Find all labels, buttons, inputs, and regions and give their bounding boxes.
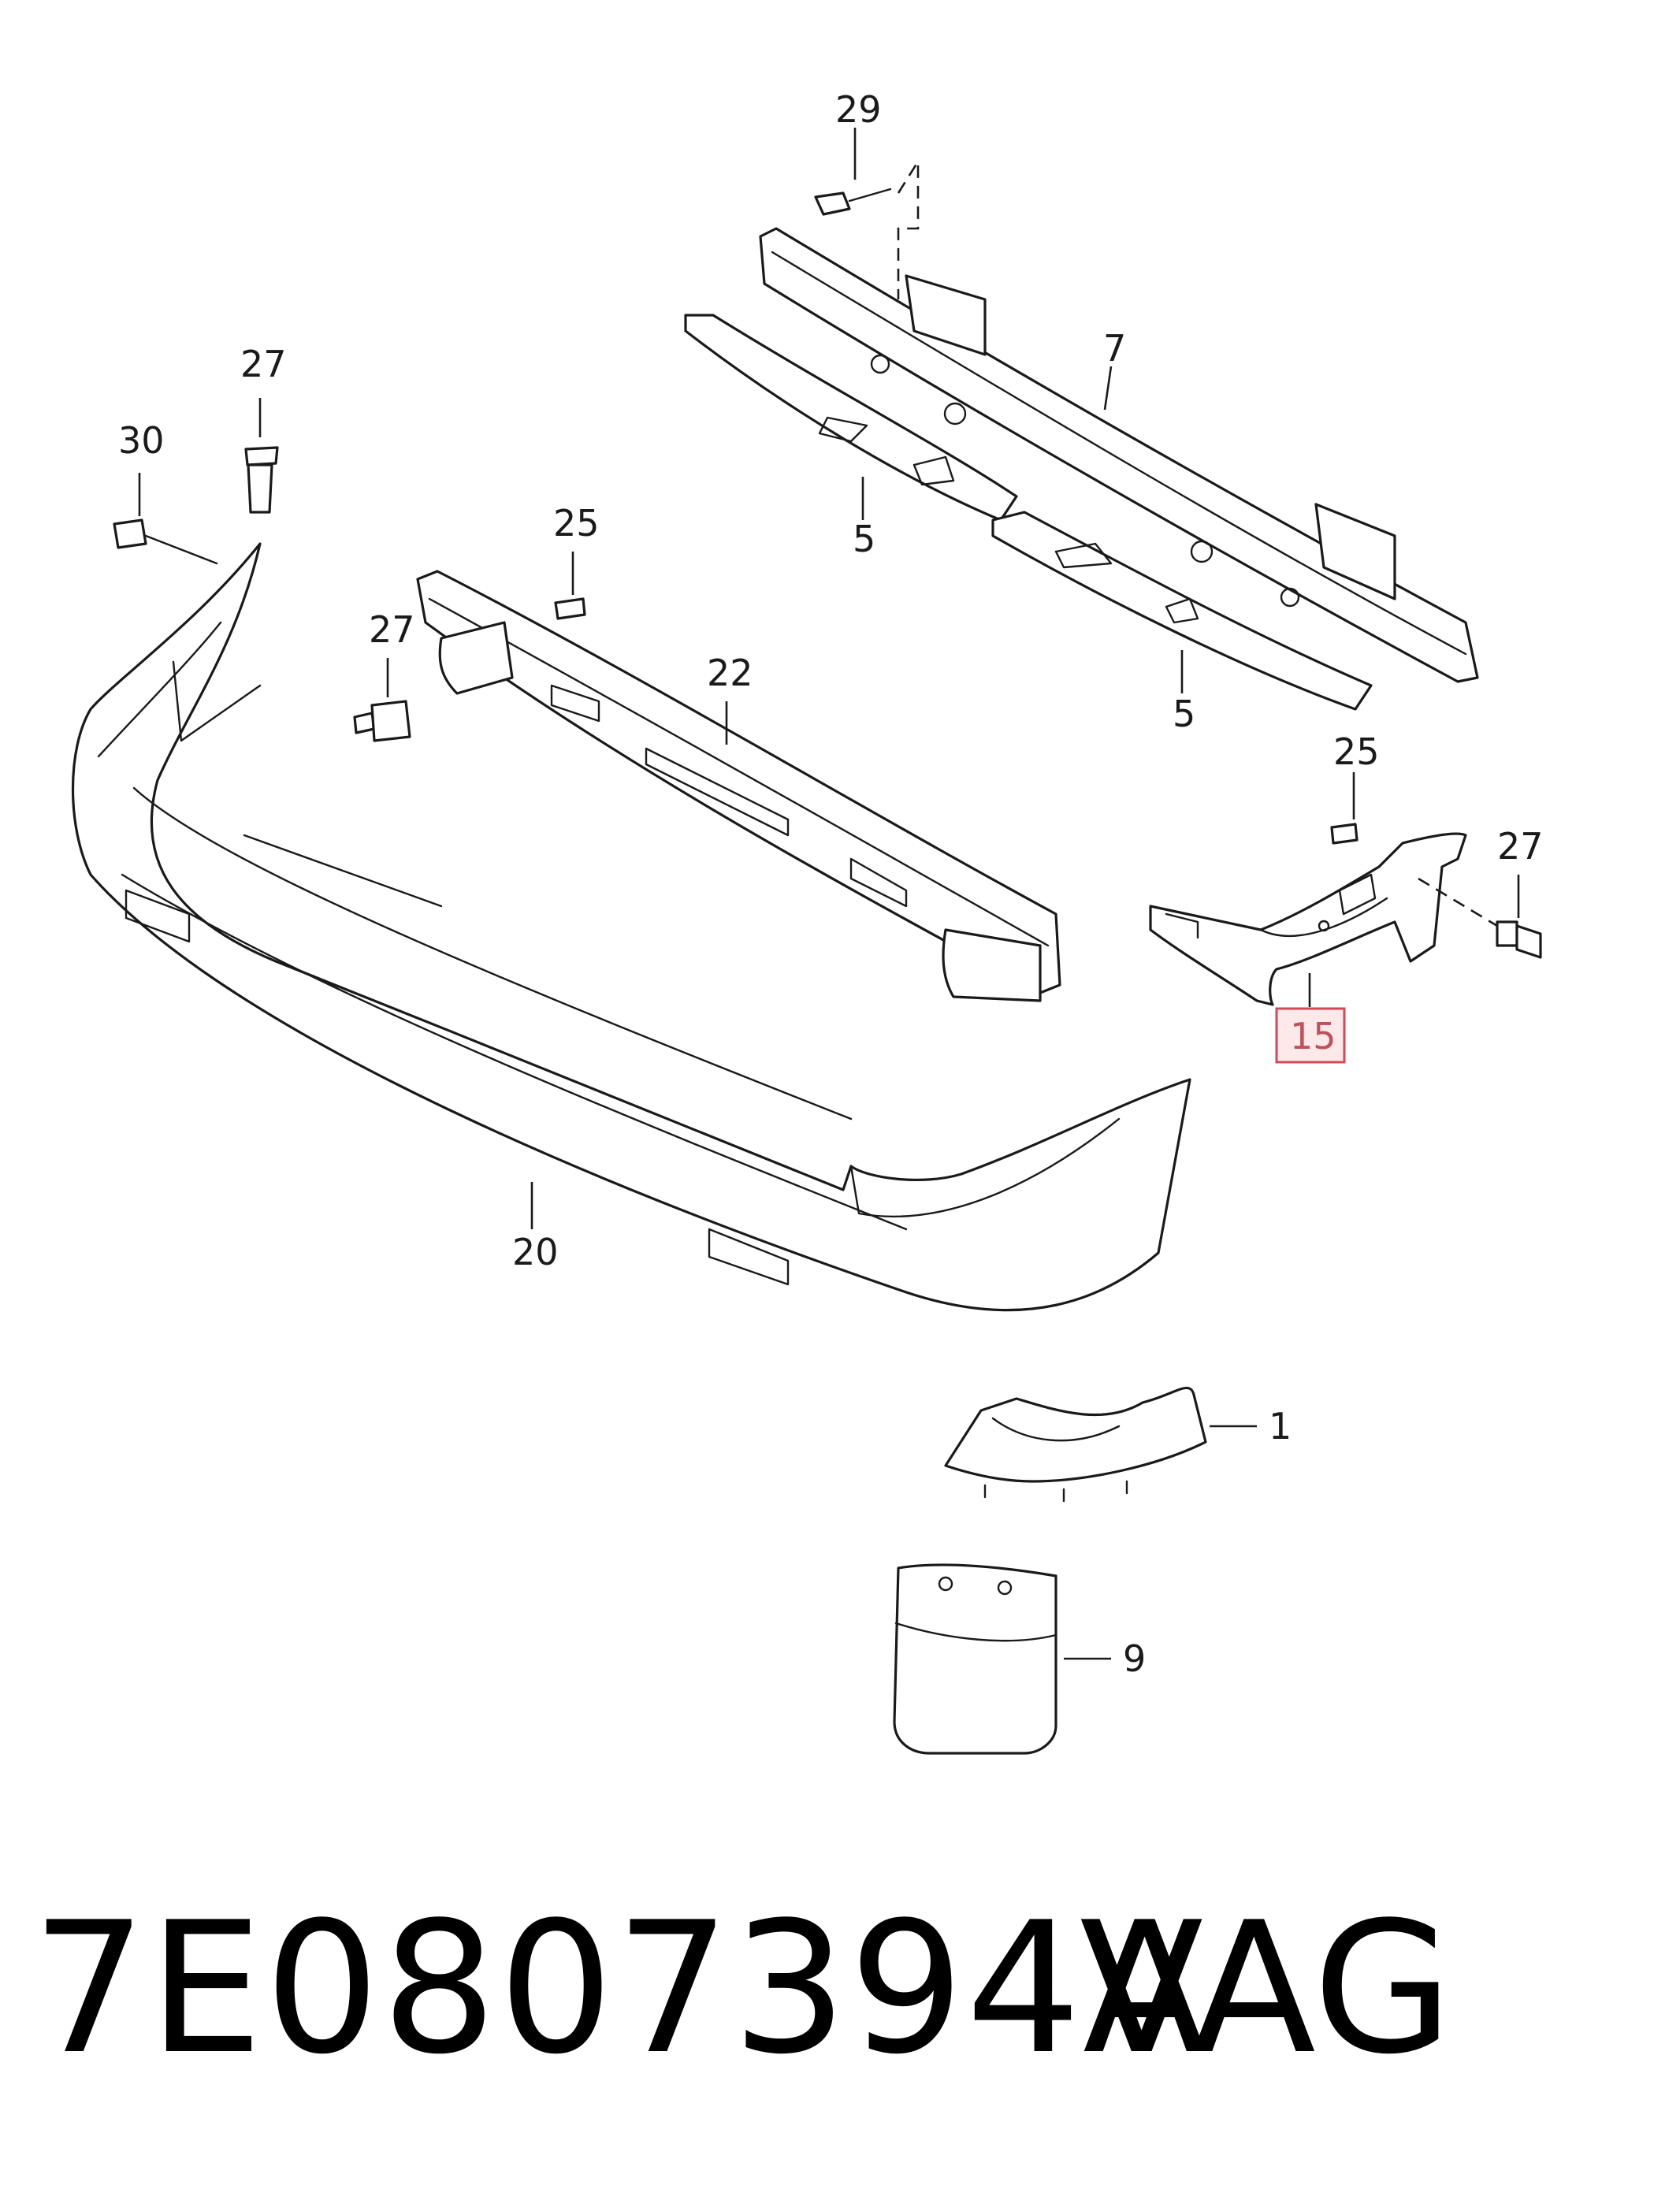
- nut-25-left[interactable]: [554, 597, 586, 620]
- part-number-text: 7E0807394A: [32, 1884, 1209, 2094]
- guide-bracket-part[interactable]: [1149, 832, 1467, 1006]
- callout-25-left: 25: [553, 502, 600, 544]
- callout-22: 22: [707, 652, 753, 694]
- callout-25-right: 25: [1333, 730, 1380, 773]
- callout-27-right: 27: [1497, 825, 1544, 868]
- callout-5-upper: 5: [853, 518, 875, 560]
- bumper-cover-part[interactable]: [71, 542, 1191, 1312]
- carrier-part[interactable]: [416, 570, 1061, 1002]
- clip-27-right[interactable]: [1496, 920, 1542, 959]
- reinforcement-part[interactable]: [759, 227, 1479, 683]
- callout-1: 1: [1269, 1405, 1292, 1447]
- leader-7: [1103, 366, 1113, 411]
- bolt-30[interactable]: [113, 518, 218, 565]
- clip-27-left[interactable]: [353, 700, 411, 742]
- callout-5-lower: 5: [1173, 693, 1195, 735]
- bracket-5-left-part[interactable]: [684, 314, 1018, 522]
- screw-29[interactable]: [814, 188, 892, 216]
- cover-part[interactable]: [893, 1563, 1057, 1755]
- clip-27-top[interactable]: [244, 446, 279, 514]
- nut-25-right[interactable]: [1330, 823, 1358, 845]
- callout-15: 15: [1290, 1015, 1336, 1057]
- callout-15-highlight: [1275, 1007, 1346, 1064]
- callout-29: 29: [835, 88, 882, 131]
- callout-20: 20: [512, 1231, 559, 1273]
- mounting-bracket-part[interactable]: [944, 1386, 1207, 1503]
- callout-27-top: 27: [240, 343, 287, 385]
- callout-27-left: 27: [369, 608, 415, 651]
- brand-text: VAG: [1080, 1884, 1454, 2094]
- screw-29-dash-line: [897, 158, 920, 299]
- bracket-5-right-part[interactable]: [991, 511, 1373, 711]
- clip-27-right-dash-line: [1418, 877, 1498, 927]
- callout-9: 9: [1123, 1637, 1146, 1680]
- callout-7: 7: [1103, 327, 1126, 370]
- callout-30: 30: [118, 419, 165, 462]
